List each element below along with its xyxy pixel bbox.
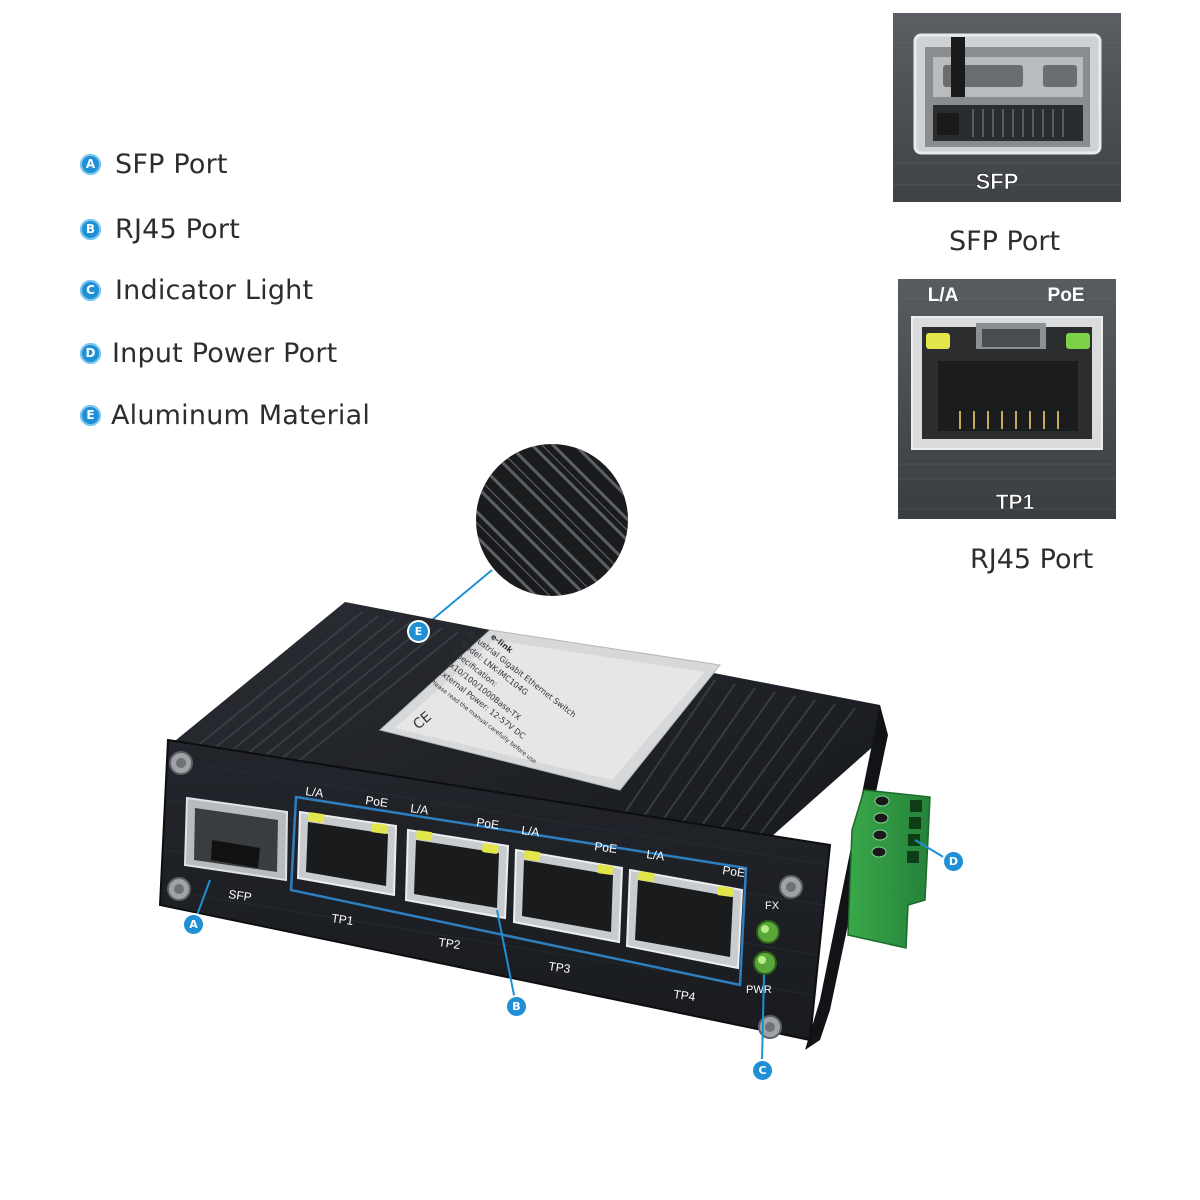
legend-item-aluminum-material: E Aluminum Material xyxy=(80,398,370,432)
callout-line-d xyxy=(914,839,946,859)
tp2-poe-label: PoE xyxy=(476,815,500,832)
aluminum-texture-magnifier xyxy=(476,444,628,596)
rj45-closeup-la-led xyxy=(926,333,950,349)
legend-item-indicator-light: C Indicator Light xyxy=(80,273,313,307)
rj45-port-tp4 xyxy=(625,868,744,970)
legend-badge-b: B xyxy=(80,218,101,240)
rj45-closeup-port-label: TP1 xyxy=(996,491,1035,514)
legend-badge-a: A xyxy=(80,153,101,175)
tp1-poe-label: PoE xyxy=(365,793,389,810)
rj45-port-tp2 xyxy=(404,828,510,920)
sfp-port xyxy=(183,796,289,882)
screw-icon xyxy=(779,875,803,899)
pwr-indicator-led xyxy=(753,951,777,975)
tp1-label: TP1 xyxy=(331,911,355,928)
callout-line-c xyxy=(761,974,765,1063)
legend-item-sfp-port: A SFP Port xyxy=(80,147,228,181)
sfp-port-closeup: SFP xyxy=(893,13,1121,202)
rj45-port-tp1 xyxy=(296,810,398,897)
legend-badge-d: D xyxy=(80,342,101,364)
legend-badge-c: C xyxy=(80,279,101,301)
tp3-label: TP3 xyxy=(548,959,572,976)
rj45-port-tp3 xyxy=(512,848,624,944)
callout-badge-c: C xyxy=(753,1061,772,1080)
legend-label-indicator-light: Indicator Light xyxy=(115,274,314,306)
legend-label-rj45-port: RJ45 Port xyxy=(115,213,240,245)
tp4-label: TP4 xyxy=(673,987,697,1004)
sfp-closeup-image: SFP xyxy=(893,13,1121,202)
sfp-closeup-label: SFP xyxy=(976,169,1019,194)
rj45-closeup-poe-led xyxy=(1066,333,1090,349)
screw-icon xyxy=(167,877,191,901)
tp2-label: TP2 xyxy=(438,935,462,952)
sfp-port-caption: SFP Port xyxy=(949,226,1061,257)
product-label-sticker: e-link Industrial Gigabit Ethernet Switc… xyxy=(378,629,721,791)
pwr-label: PWR xyxy=(746,984,772,996)
callout-badge-e: E xyxy=(409,622,428,641)
feature-legend: A SFP Port B RJ45 Port C Indicator Light… xyxy=(80,0,500,440)
rj45-port-closeup: L/A PoE TP1 xyxy=(898,279,1116,519)
power-terminal-block xyxy=(847,789,931,949)
tp4-la-label: L/A xyxy=(646,847,666,863)
heatsink-fins xyxy=(189,611,856,835)
fx-label: FX xyxy=(765,900,780,912)
tp3-poe-label: PoE xyxy=(594,839,618,856)
tp3-la-label: L/A xyxy=(521,823,541,839)
tp2-la-label: L/A xyxy=(410,801,430,817)
legend-item-rj45-port: B RJ45 Port xyxy=(80,212,240,246)
rj45-closeup-la-label: L/A xyxy=(928,285,959,306)
legend-badge-e: E xyxy=(80,404,101,426)
callout-line-a xyxy=(195,879,211,919)
legend-label-input-power-port: Input Power Port xyxy=(112,337,338,369)
tp1-la-label: L/A xyxy=(305,784,325,800)
callout-badge-d: D xyxy=(944,852,963,871)
fx-indicator-led xyxy=(756,920,780,944)
legend-item-input-power-port: D Input Power Port xyxy=(80,336,337,370)
tp4-poe-label: PoE xyxy=(722,863,746,880)
legend-label-aluminum-material: Aluminum Material xyxy=(111,399,371,431)
callout-badge-b: B xyxy=(507,997,526,1016)
screw-icon xyxy=(758,1015,782,1039)
sfp-port-label: SFP xyxy=(228,887,253,904)
rj45-closeup-image: L/A PoE TP1 xyxy=(898,279,1116,519)
rj45-closeup-poe-label: PoE xyxy=(1048,285,1085,306)
rj45-port-caption: RJ45 Port xyxy=(970,544,1094,575)
callout-badge-a: A xyxy=(184,915,203,934)
legend-label-sfp-port: SFP Port xyxy=(115,148,228,180)
screw-icon xyxy=(169,751,193,775)
callout-line-b xyxy=(496,909,516,1001)
rj45-port-group-frame xyxy=(289,795,748,987)
